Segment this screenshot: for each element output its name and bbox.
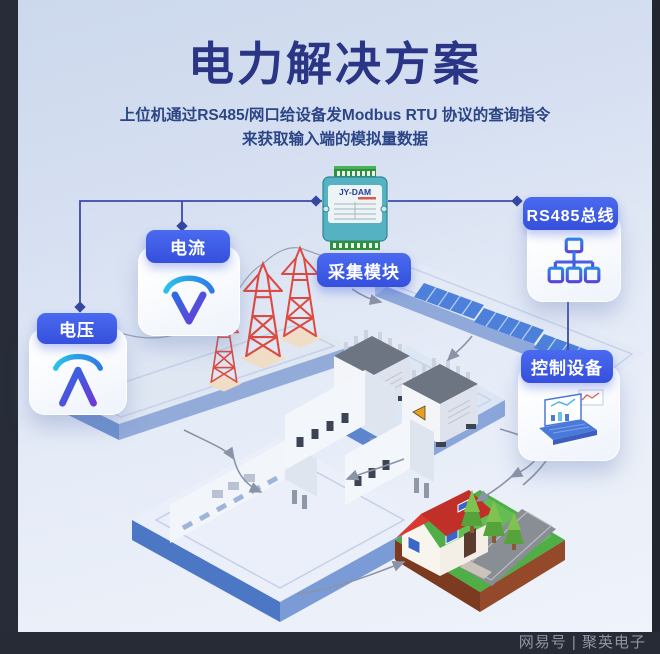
house <box>396 490 494 576</box>
label-current: 电流 <box>146 230 230 263</box>
flow-connector-lines <box>183 288 547 595</box>
frame-right-strip <box>652 0 660 654</box>
arc-v-meter-icon <box>163 275 215 325</box>
module-brand-label: JY-DAM <box>339 187 371 197</box>
frame-bottom-strip <box>0 632 660 654</box>
subtitle-line-1: 上位机通过RS485/网口给设备发Modbus RTU 协议的查询指令 <box>119 107 551 124</box>
label-voltage: 电压 <box>37 313 117 344</box>
subtitle: 上位机通过RS485/网口给设备发Modbus RTU 协议的查询指令 来获取输… <box>18 104 652 152</box>
factory-building <box>345 419 434 505</box>
laptop-monitor-icon <box>539 389 604 445</box>
page-title: 电力解决方案 <box>188 38 482 90</box>
header: 电力解决方案 上位机通过RS485/网口给设备发Modbus RTU 协议的查询… <box>18 28 652 152</box>
lattice-tower <box>206 245 322 392</box>
dam-module-illustration: JY-DAM <box>322 166 388 259</box>
bus-topology-icon <box>547 237 601 284</box>
arc-a-meter-icon <box>53 354 103 407</box>
label-collector-module: 采集模块 <box>317 253 411 287</box>
transmission-towers-illustration <box>62 245 431 440</box>
label-control-device: 控制设备 <box>521 350 613 383</box>
label-rs485-bus: RS485总线 <box>523 197 618 230</box>
house-illustration <box>395 490 565 612</box>
tree <box>461 490 524 550</box>
watermark: 网易号 | 聚英电子 <box>518 634 646 651</box>
frame-left-strip <box>0 0 18 654</box>
subtitle-line-2: 来获取输入端的模拟量数据 <box>241 131 428 149</box>
